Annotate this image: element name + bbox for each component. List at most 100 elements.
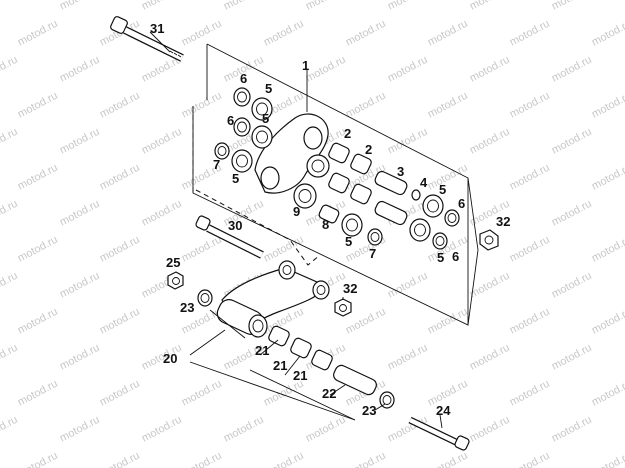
watermark-text: motod.ru [344,450,388,468]
watermark-text: motod.ru [0,0,20,13]
watermark-text: motod.ru [468,342,512,373]
callout-5: 5 [439,182,446,197]
watermark-text: motod.ru [98,306,142,337]
watermark-text: motod.ru [180,450,224,468]
watermark-text: motod.ru [426,306,470,337]
kit-outline-edge [467,249,479,326]
callout-32: 32 [343,281,357,296]
watermark-text: motod.ru [0,414,20,445]
nut-25 [167,271,213,307]
watermark-text: motod.ru [508,450,552,468]
watermark-text: motod.ru [58,126,102,157]
callout-7: 7 [369,246,376,261]
callout-5: 5 [265,81,272,96]
watermark-text: motod.ru [468,0,512,13]
watermark-text: motod.ru [386,0,430,13]
watermark-text: motod.ru [590,90,625,121]
watermark-text: motod.ru [508,18,552,49]
watermark-text: motod.ru [98,378,142,409]
watermark-text: motod.ru [98,450,142,468]
watermark-text: motod.ru [58,0,102,13]
callout-22: 22 [322,386,336,401]
callout-5: 5 [262,111,269,126]
nut-32-right [479,229,499,251]
watermark-text: motod.ru [262,234,306,265]
bolt-30 [195,215,264,259]
watermark-text: motod.ru [58,270,102,301]
watermark-text: motod.ru [508,378,552,409]
rocker-link [254,113,330,194]
watermark-text: motod.ru [58,414,102,445]
watermark-text: motod.ru [426,162,470,193]
watermark-text: motod.ru [508,162,552,193]
seal-rings [214,87,273,173]
bearings-21 [268,325,333,371]
watermark-text: motod.ru [16,18,60,49]
watermark-text: motod.ru [508,90,552,121]
watermark-text: motod.ru [16,90,60,121]
watermark-text: motod.ru [426,450,470,468]
watermark-text: motod.ru [0,342,20,373]
nut-32-left [334,298,352,317]
right-rings [341,189,460,250]
watermark-text: motod.ru [140,0,184,13]
watermark-text: motod.ru [16,162,60,193]
watermark-text: motod.ru [180,90,224,121]
watermark-text: motod.ru [508,306,552,337]
callout-30: 30 [228,218,242,233]
watermark-text: motod.ru [0,270,20,301]
watermark-text: motod.ru [344,18,388,49]
bolt-24 [408,416,470,451]
callout-23: 23 [180,300,194,315]
watermark-text: motod.ru [140,414,184,445]
callout-21: 21 [293,368,307,383]
watermark-text: motod.ru [180,378,224,409]
watermark-text: motod.ru [508,234,552,265]
watermark-text: motod.ru [386,342,430,373]
watermark-text: motod.ru [590,162,625,193]
callout-21: 21 [255,343,269,358]
bushes [293,183,340,224]
watermark-text: motod.ru [140,198,184,229]
watermark-text: motod.ru [426,18,470,49]
watermark-text: motod.ru [468,414,512,445]
watermark-text: motod.ru [58,198,102,229]
callout-2: 2 [344,126,351,141]
spacer-22 [333,364,377,396]
callout-20: 20 [163,351,177,366]
watermark-text: motod.ru [0,54,20,85]
watermark-text: motod.ru [550,126,594,157]
watermark-text: motod.ru [16,450,60,468]
watermark-text: motod.ru [304,0,348,13]
callout-5: 5 [437,250,444,265]
watermark-text: motod.ru [304,54,348,85]
watermark-text: motod.ru [180,18,224,49]
watermark-text: motod.ru [98,90,142,121]
sleeves-3 [374,170,408,226]
watermark-text: motod.ru [550,54,594,85]
lever-20 [216,260,330,338]
watermark-text: motod.ru [262,450,306,468]
kit-outline-edge [467,177,479,251]
leader-lines [149,31,443,429]
watermark-text: motod.ru [58,54,102,85]
callout-5: 5 [345,234,352,249]
watermark-text: motod.ru [16,234,60,265]
watermark-text: motod.ru [16,306,60,337]
callout-1: 1 [302,58,309,73]
callout-25: 25 [166,255,180,270]
bearings-2 [328,142,372,205]
callout-3: 3 [397,164,404,179]
watermark-text: motod.ru [550,270,594,301]
callout-2: 2 [365,142,372,157]
callout-5: 5 [232,171,239,186]
watermark-text: motod.ru [590,450,625,468]
watermark-text: motod.ru [344,90,388,121]
watermark-text: motod.ru [590,378,625,409]
callout-6: 6 [227,113,234,128]
watermark-text: motod.ru [550,414,594,445]
callout-31: 31 [150,21,164,36]
